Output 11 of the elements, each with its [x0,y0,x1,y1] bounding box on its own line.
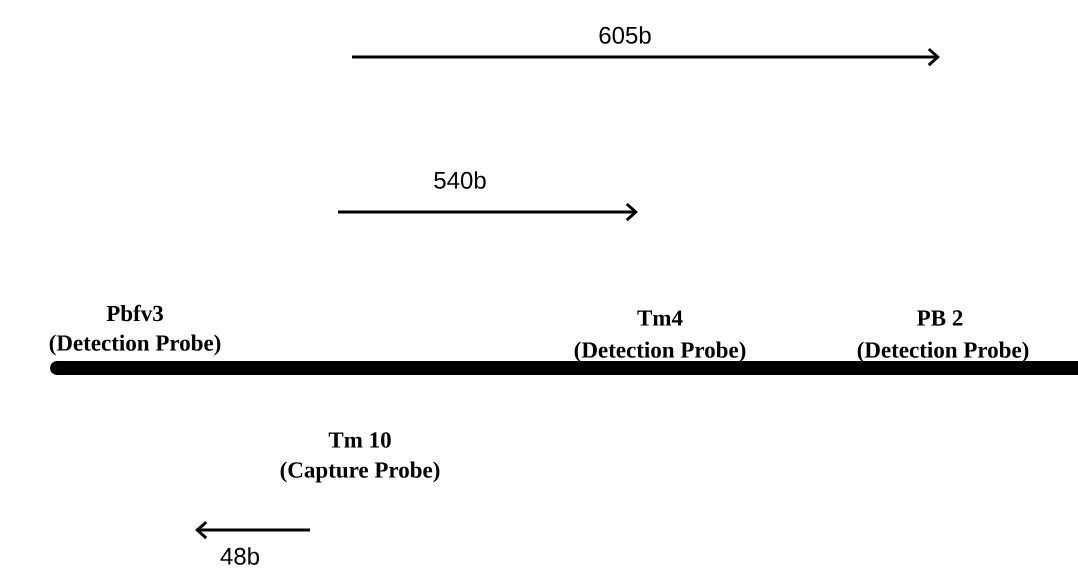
length-label: 48b [220,547,259,565]
probe-label: (Capture Probe) [280,461,440,483]
probe-label: (Detection Probe) [857,341,1029,363]
probe-label: (Detection Probe) [49,334,221,356]
probe-label: Pbfv3 [106,304,163,322]
probe-label: PB 2 [917,310,963,326]
probe-label: Tm 10 [328,432,391,448]
probe-label: Tm4 [637,310,683,326]
probe-label: (Detection Probe) [574,341,746,363]
length-label: 605b [599,26,651,44]
length-label: 540b [434,171,486,189]
